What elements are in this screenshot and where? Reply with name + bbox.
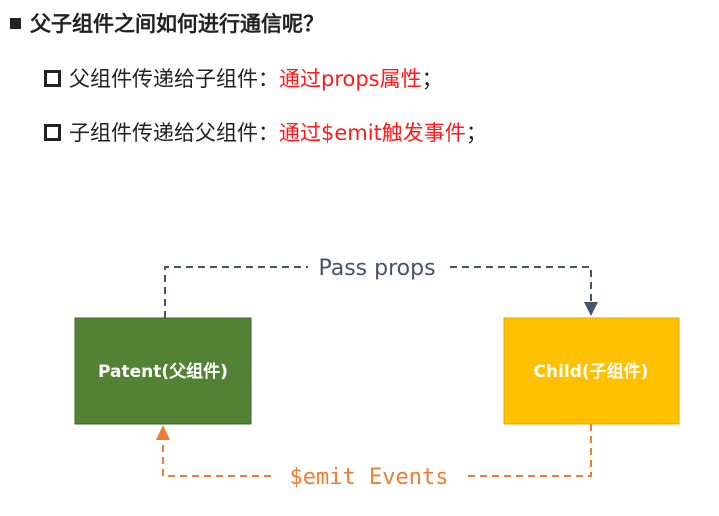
child-node-label: Child(子组件) — [534, 361, 649, 382]
square-bullet-icon — [10, 17, 21, 29]
hollow-square-bullet-icon — [44, 123, 61, 141]
point-suffix: ； — [465, 121, 487, 145]
parent-node — [74, 317, 252, 425]
emit-events-label-bg — [274, 461, 464, 491]
parent-node-label: Patent(父组件) — [98, 361, 228, 382]
point-props: 父组件传递给子组件：通过props属性； — [44, 63, 443, 93]
point-emit: 子组件传递给父组件：通过$emit触发事件； — [44, 117, 487, 147]
point-highlight: 通过$emit触发事件 — [279, 121, 466, 145]
pass-props-label: Pass props — [318, 256, 435, 281]
page-heading: 父子组件之间如何进行通信呢？ — [10, 8, 324, 38]
child-node — [503, 317, 680, 425]
point-suffix: ； — [421, 67, 443, 91]
emit-events-label: $emit Events — [290, 465, 449, 490]
point-prefix: 子组件传递给父组件： — [69, 121, 279, 145]
hollow-square-bullet-icon — [44, 69, 61, 87]
emit-events-arrowhead-icon — [156, 425, 170, 440]
pass-props-arrowhead-icon — [584, 302, 598, 316]
point-highlight: 通过props属性 — [279, 67, 422, 91]
point-prefix: 父组件传递给子组件： — [69, 67, 279, 91]
pass-props-label-bg — [308, 252, 446, 282]
heading-text: 父子组件之间如何进行通信呢？ — [30, 12, 324, 36]
